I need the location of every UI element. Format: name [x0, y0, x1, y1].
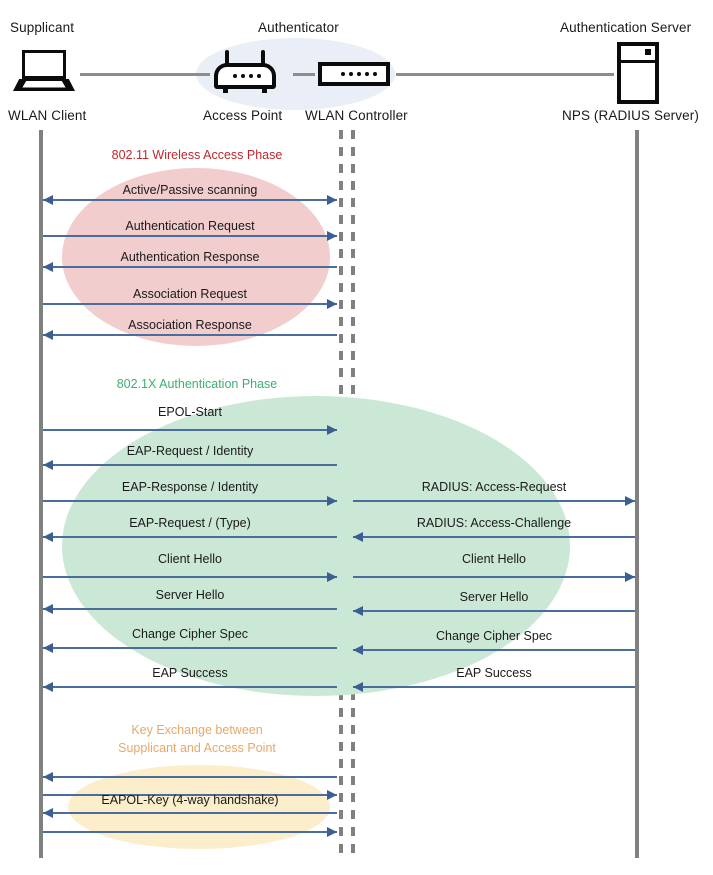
message-label-authentication-response: Authentication Response [120, 250, 260, 264]
message-label-client-hello-right: Client Hello [462, 552, 526, 566]
wlan-controller-icon [318, 62, 390, 86]
message-line-eapol-key-3 [43, 812, 337, 814]
phase-1-title: 802.11 Wireless Access Phase [111, 148, 283, 162]
arrow-head-eap-success-right [353, 682, 363, 692]
message-label-association-response: Association Response [128, 318, 252, 332]
arrow-head-server-hello-right [353, 606, 363, 616]
message-line-active-passive-scanning [43, 199, 337, 201]
arrow-head-server-hello-left [43, 604, 53, 614]
message-label-change-cipher-spec-left: Change Cipher Spec [131, 627, 249, 641]
message-label-server-hello-right: Server Hello [459, 590, 529, 604]
arrow-head-change-cipher-spec-left [43, 643, 53, 653]
message-label-eap-request-type: EAP-Request / (Type) [129, 516, 251, 530]
message-label-association-request: Association Request [133, 287, 247, 301]
message-label-eap-success-right: EAP Success [456, 666, 532, 680]
message-label-radius-access-request: RADIUS: Access-Request [421, 480, 567, 494]
arrow-head-authentication-request [327, 231, 337, 241]
lifeline-authentication-server [635, 130, 639, 858]
link-ap-to-controller [293, 73, 315, 76]
message-line-eap-response-identity [43, 500, 337, 502]
message-line-eapol-key-4 [43, 831, 337, 833]
arrow-head-eap-response-identity [327, 496, 337, 506]
arrow-head-client-hello-right [625, 572, 635, 582]
message-line-server-hello-left [43, 608, 337, 610]
arrow-head-left-scanning [43, 195, 53, 205]
arrow-head-eap-request-type [43, 532, 53, 542]
actor-role-authenticator: Authenticator [258, 20, 339, 35]
phase-3-ellipse [68, 765, 330, 849]
arrow-head-eapol-key-2 [327, 790, 337, 800]
arrow-head-eapol-key-1 [43, 772, 53, 782]
message-label-eap-request-identity: EAP-Request / Identity [126, 444, 254, 458]
message-label-authentication-request: Authentication Request [125, 219, 255, 233]
message-label-change-cipher-spec-right: Change Cipher Spec [435, 629, 553, 643]
arrow-head-eap-success-left [43, 682, 53, 692]
arrow-head-association-response [43, 330, 53, 340]
arrow-head-radius-access-challenge [353, 532, 363, 542]
message-line-authentication-response [43, 266, 337, 268]
message-line-change-cipher-spec-left [43, 647, 337, 649]
arrow-head-eapol-key-4 [327, 827, 337, 837]
message-line-eap-request-identity [43, 464, 337, 466]
actor-name-access-point: Access Point [203, 108, 283, 123]
actor-name-nps-radius-server: NPS (RADIUS Server) [562, 108, 699, 123]
arrow-head-authentication-response [43, 262, 53, 272]
message-line-authentication-request [43, 235, 337, 237]
message-label-radius-access-challenge: RADIUS: Access-Challenge [416, 516, 572, 530]
lifeline-supplicant [39, 130, 43, 858]
actor-role-supplicant: Supplicant [10, 20, 75, 35]
arrow-head-association-request [327, 299, 337, 309]
actor-role-authentication-server: Authentication Server [560, 20, 692, 35]
message-line-eap-request-type [43, 536, 337, 538]
arrow-head-eapol-start [327, 425, 337, 435]
link-controller-to-server [396, 73, 614, 76]
message-line-association-response [43, 334, 337, 336]
message-line-radius-access-challenge [353, 536, 635, 538]
arrow-head-radius-access-request [625, 496, 635, 506]
arrow-head-right-scanning [327, 195, 337, 205]
message-label-active-passive-scanning: Active/Passive scanning [122, 183, 258, 197]
message-label-eapol-key-4-way-handshake: EAPOL-Key (4-way handshake) [101, 793, 279, 807]
message-line-eapol-start [43, 429, 337, 431]
message-line-server-hello-right [353, 610, 635, 612]
message-label-client-hello-left: Client Hello [158, 552, 222, 566]
phase-1-ellipse [62, 168, 330, 346]
laptop-icon [13, 50, 75, 92]
arrow-head-client-hello-left [327, 572, 337, 582]
phase-2-title: 802.1X Authentication Phase [116, 377, 278, 391]
message-line-change-cipher-spec-right [353, 649, 635, 651]
server-icon [617, 42, 659, 104]
message-line-client-hello-right [353, 576, 635, 578]
message-line-eap-success-left [43, 686, 337, 688]
message-line-eapol-key-1 [43, 776, 337, 778]
message-line-eapol-key-2 [43, 794, 337, 796]
message-label-eap-success-left: EAP Success [152, 666, 228, 680]
arrow-head-eapol-key-3 [43, 808, 53, 818]
message-line-client-hello-left [43, 576, 337, 578]
arrow-head-change-cipher-spec-right [353, 645, 363, 655]
actor-name-wlan-controller: WLAN Controller [305, 108, 408, 123]
message-label-eapol-start: EPOL-Start [158, 405, 222, 419]
phase-2-ellipse [62, 396, 570, 696]
actor-name-wlan-client: WLAN Client [8, 108, 87, 123]
message-label-eap-response-identity: EAP-Response / Identity [121, 480, 259, 494]
arrow-head-eap-request-identity [43, 460, 53, 470]
message-label-server-hello-left: Server Hello [155, 588, 225, 602]
message-line-eap-success-right [353, 686, 635, 688]
link-client-to-ap [80, 73, 210, 76]
access-point-icon [214, 50, 276, 94]
phase-3-title-line-2: Supplicant and Access Point [118, 741, 276, 755]
message-line-radius-access-request [353, 500, 635, 502]
message-line-association-request [43, 303, 337, 305]
phase-3-title-line-1: Key Exchange between [131, 723, 263, 737]
